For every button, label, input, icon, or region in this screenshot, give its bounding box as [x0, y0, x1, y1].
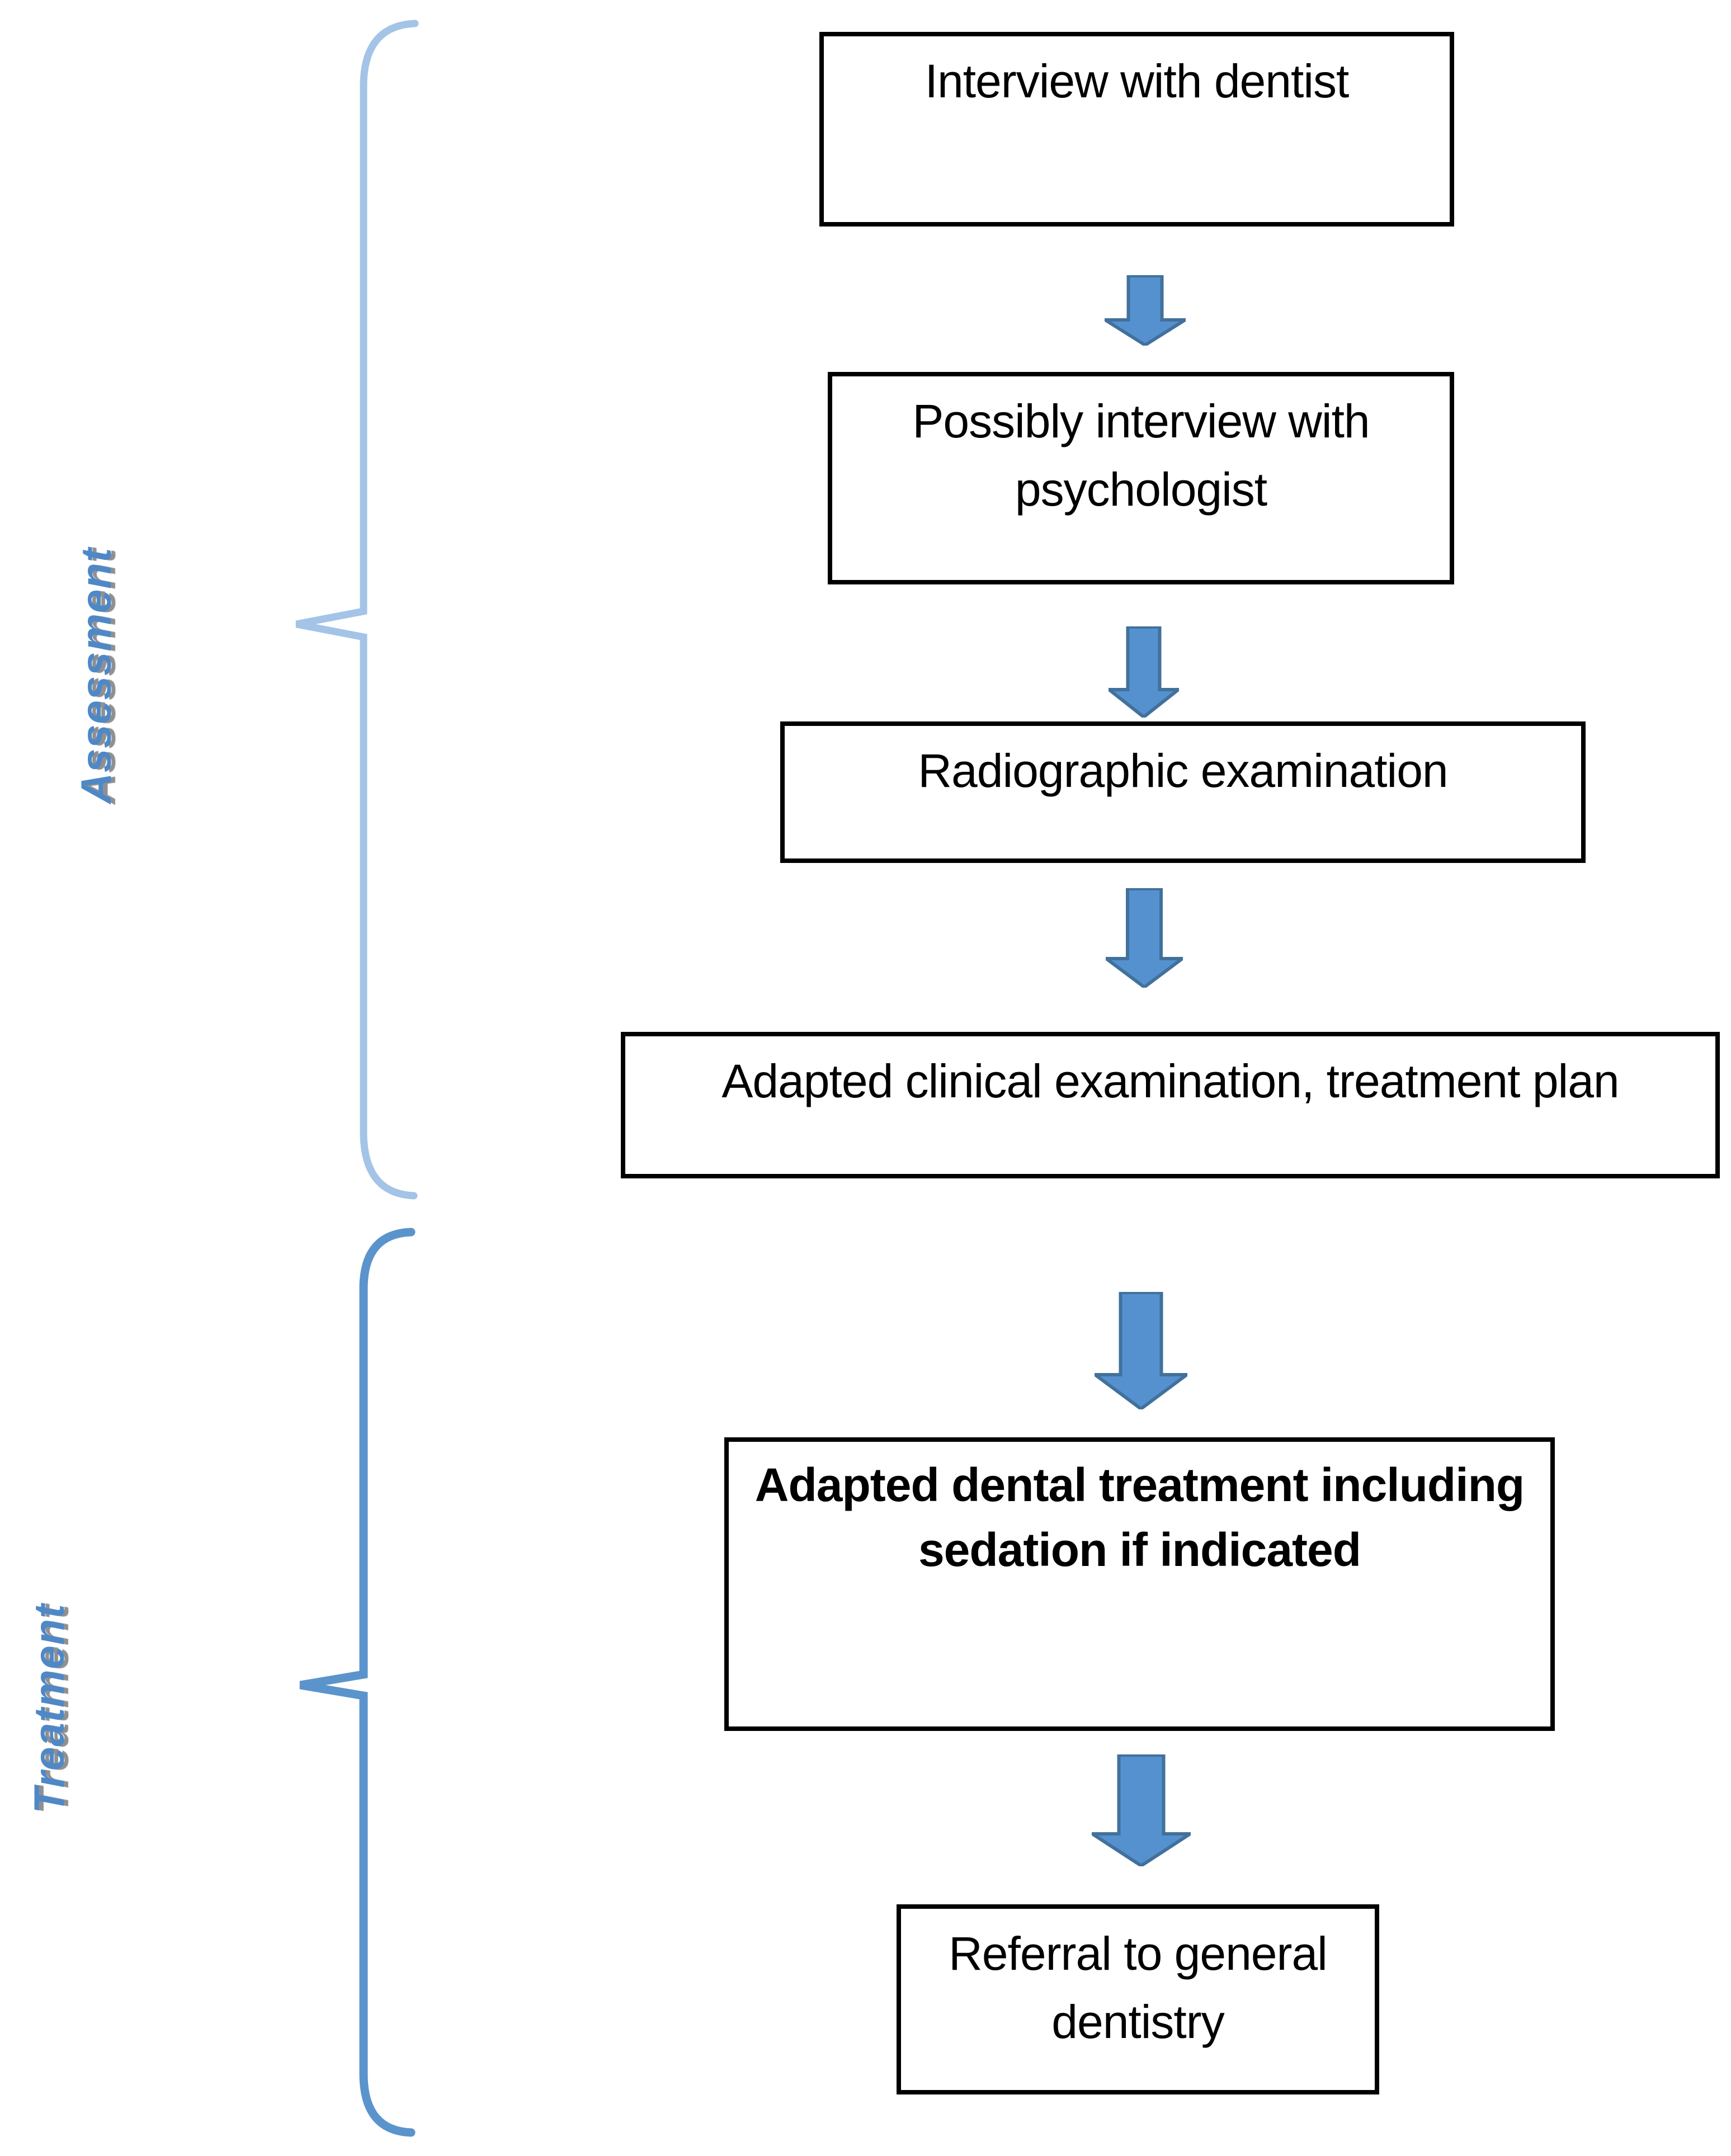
treatment-section-label: Treatment	[25, 1603, 73, 1814]
down-arrow-icon	[1105, 275, 1186, 346]
assessment-curly-brace	[295, 20, 419, 1200]
down-arrow-icon	[1095, 1292, 1187, 1409]
down-arrow-shape	[1095, 1292, 1187, 1409]
down-arrow-shape	[1106, 888, 1183, 988]
flow-box-clinical-examination: Adapted clinical examination, treatment …	[621, 1032, 1720, 1178]
down-arrow-shape	[1105, 275, 1186, 346]
assessment-section-label: Assessment	[72, 548, 120, 804]
flow-box-referral: Referral to general dentistry	[897, 1904, 1379, 2094]
flow-box-interview-psychologist: Possibly interview with psychologist	[828, 372, 1454, 584]
down-arrow-icon	[1106, 888, 1183, 988]
flow-box-interview-dentist: Interview with dentist	[819, 32, 1454, 227]
down-arrow-icon	[1092, 1754, 1191, 1866]
flow-box-adapted-treatment: Adapted dental treatment including sedat…	[724, 1437, 1555, 1731]
down-arrow-shape	[1092, 1754, 1191, 1866]
treatment-curly-brace	[299, 1228, 416, 2137]
flow-box-radiographic-examination: Radiographic examination	[780, 721, 1586, 863]
down-arrow-shape	[1109, 626, 1179, 718]
down-arrow-icon	[1109, 626, 1179, 718]
